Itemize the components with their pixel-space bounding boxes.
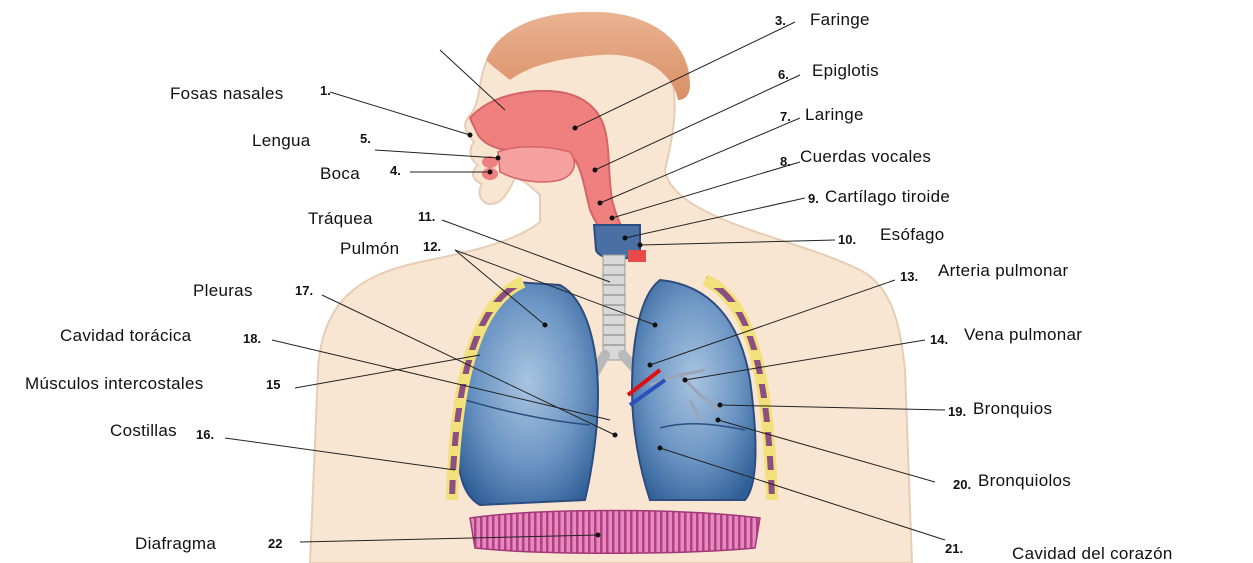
label-lengua: Lengua: [252, 132, 311, 149]
label-epiglotis: Epiglotis: [812, 62, 879, 79]
label-bronquios: Bronquios: [973, 400, 1052, 417]
number-14: 14.: [930, 333, 948, 346]
number-17: 17.: [295, 284, 313, 297]
label-musculos-intercostales: Músculos intercostales: [25, 375, 204, 392]
label-cavidad-toracica: Cavidad torácica: [60, 327, 191, 344]
number-4: 4.: [390, 164, 401, 177]
number-16: 16.: [196, 428, 214, 441]
number-19: 19.: [948, 405, 966, 418]
label-pulmon: Pulmón: [340, 240, 399, 257]
label-vena-pulmonar: Vena pulmonar: [964, 326, 1082, 343]
label-traquea: Tráquea: [308, 210, 373, 227]
number-22: 22: [268, 537, 282, 550]
number-7: 7.: [780, 110, 791, 123]
label-esofago: Esófago: [880, 226, 944, 243]
label-cuerdas-vocales: Cuerdas vocales: [800, 148, 931, 165]
number-1: 1.: [320, 84, 331, 97]
number-11: 11.: [418, 210, 435, 223]
number-12: 12.: [423, 240, 441, 253]
number-15: 15: [266, 378, 280, 391]
number-6: 6.: [778, 68, 789, 81]
number-8: 8.: [780, 155, 791, 168]
number-13: 13.: [900, 270, 918, 283]
number-10: 10.: [838, 233, 856, 246]
label-diafragma: Diafragma: [135, 535, 216, 552]
label-bronquiolos: Bronquiolos: [978, 472, 1071, 489]
diaphragm-shape: [470, 511, 760, 554]
number-20: 20.: [953, 478, 971, 491]
label-boca: Boca: [320, 165, 360, 182]
number-3: 3.: [775, 14, 786, 27]
label-pleuras: Pleuras: [193, 282, 253, 299]
label-fosas-nasales: Fosas nasales: [170, 85, 284, 102]
label-laringe: Laringe: [805, 106, 864, 123]
number-5: 5.: [360, 132, 371, 145]
label-cartilago-tiroide: Cartílago tiroide: [825, 188, 950, 205]
number-9: 9.: [808, 192, 819, 205]
label-arteria-pulmonar: Arteria pulmonar: [938, 262, 1068, 279]
label-faringe: Faringe: [810, 11, 870, 28]
number-21: 21.: [945, 542, 963, 555]
label-cavidad-corazon: Cavidad del corazón: [1012, 545, 1173, 562]
number-18: 18.: [243, 332, 261, 345]
label-costillas: Costillas: [110, 422, 177, 439]
